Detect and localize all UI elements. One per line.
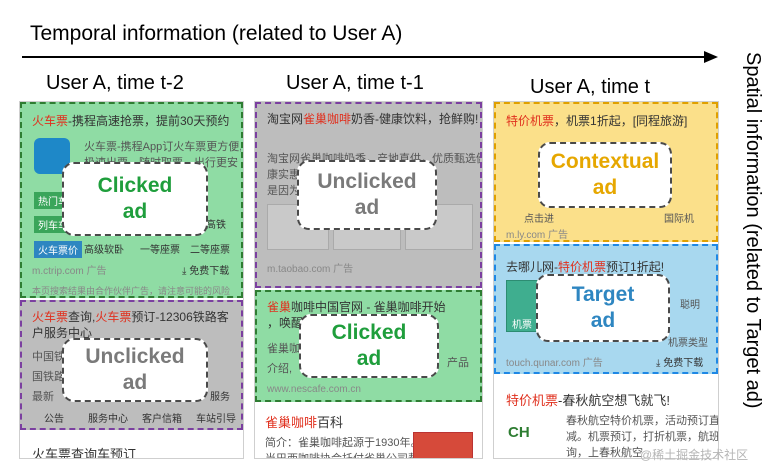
ad-footer: m.ly.com 广告 [506, 230, 569, 241]
ad-description-line: 国铁路 [32, 371, 65, 383]
column-t: 特价机票，机票1折起，[同程旅游] 点击进 国际机 m.ly.com 广告 去哪… [494, 102, 718, 458]
ad-title-highlight: 雀巢 [267, 300, 292, 314]
ad-description-line: 中国铁 [32, 351, 65, 363]
ad-title: ，机票1折起，[同程旅游] [554, 114, 688, 128]
ad-footer: www.nescafe.com.cn [267, 384, 361, 395]
download-link[interactable]: ⤓ 免费下载 [656, 358, 704, 369]
result-description: 询，上春秋航空 [566, 447, 643, 458]
unclicked-ad-label: Unclicked ad [62, 338, 208, 402]
ad-description-line: 康实惠 [267, 169, 300, 181]
ad-tab[interactable]: 客户信箱 [142, 414, 182, 425]
ad-title-highlight: 火车票 [32, 310, 69, 324]
ad-title-highlight: 火车票 [32, 114, 69, 128]
ad-chip[interactable]: 火车票价 [34, 241, 82, 258]
spring-airlines-logo: CH [508, 424, 530, 441]
ad-tab[interactable]: 服务中心 [88, 414, 128, 425]
ad-footer: m.ctrip.com 广告 [32, 266, 107, 277]
unclicked-ad-label: Unclicked ad [297, 160, 437, 230]
ad-title-highlight: 特价机票 [558, 260, 607, 274]
ad-title-highlight: 火车票 [95, 310, 132, 324]
contextual-ad-label: Contextual ad [538, 142, 672, 208]
result-description: 当巴西咖啡协会托付雀巢公司帮助 [265, 450, 430, 458]
result-title[interactable]: 雀巢咖啡百科 [265, 415, 344, 430]
result-description: 减。机票预订，打折机票，航班查 [566, 431, 718, 443]
ad-title: 去哪儿网- [506, 260, 558, 274]
ad-brand: 淘宝网 [267, 112, 304, 126]
clicked-ad-label: Clicked ad [62, 162, 208, 236]
clicked-ad-card-nescafe[interactable]: 雀巢咖啡中国官网 - 雀巢咖啡开始 ，唤醒 雀巢咖啡 产品 介绍, www.ne… [255, 290, 482, 402]
ad-chip: 机票 [512, 320, 532, 331]
ad-footer: touch.qunar.com 广告 [506, 358, 603, 369]
download-link[interactable]: ⤓ 免费下载 [182, 266, 230, 277]
ad-description-line: 火车票-携程App订火车票更方便, [84, 141, 243, 153]
result-title[interactable]: 火车票查询车预订 [32, 447, 137, 458]
column-t-minus-1: 淘宝网雀巢咖啡奶香-健康饮料，抢鲜购! 淘宝网雀巢咖啡奶香，产地直供，优质甄选健… [255, 102, 482, 458]
ad-disclaimer: 本页搜索结果由合作伙伴广告，请注意可能的风险 [32, 286, 231, 296]
ad-chip[interactable]: 高铁 [206, 220, 226, 231]
temporal-arrow-line [22, 56, 710, 58]
ad-description-line: 产品 [447, 357, 469, 369]
column-header-t: User A, time t [530, 76, 651, 98]
ad-title: -携程高速抢票，提前30天预约 [68, 114, 230, 128]
ad-footer: m.taobao.com 广告 [267, 264, 354, 275]
ad-description-line: 最新 [32, 391, 54, 403]
ad-chip[interactable]: 国际机 [664, 214, 694, 225]
ad-chip[interactable]: 点击进 [524, 214, 554, 225]
watermark: @稀土掘金技术社区 [640, 448, 749, 462]
ad-chip[interactable]: 服务 [210, 392, 230, 403]
ad-chip[interactable]: 一等座票 [140, 245, 180, 256]
ad-chip[interactable]: 聪明 [680, 300, 700, 311]
ad-title: 查询, [68, 310, 96, 324]
temporal-arrow-head-icon [704, 51, 718, 63]
ad-title: ，唤醒 [267, 316, 304, 330]
spatial-information-label: Spatial information (related to Target a… [742, 52, 764, 409]
result-title[interactable]: 特价机票-春秋航空想飞就飞! [506, 393, 670, 408]
result-description: 简介：雀巢咖啡起源于1930年。 [265, 437, 422, 449]
nescafe-logo-image [413, 432, 473, 458]
spatial-information-container: Spatial information (related to Target a… [732, 52, 772, 452]
ad-title-highlight: 特价机票 [506, 114, 555, 128]
result-description: 春秋航空特价机票，活动预订直 [566, 415, 718, 427]
ad-chip[interactable]: 机票类型 [668, 338, 708, 349]
ad-tab[interactable]: 公告 [44, 414, 64, 425]
ad-title: 咖啡中国官网 - 雀巢咖啡开始 [291, 300, 446, 314]
ad-title-highlight: 雀巢咖啡 [303, 112, 352, 126]
target-ad-label: Target ad [536, 274, 670, 342]
ad-title: 户服务中心 [32, 326, 93, 340]
temporal-information-label: Temporal information (related to User A) [30, 22, 403, 45]
ad-description-line: 是因为 [267, 185, 300, 197]
clicked-ad-label: Clicked ad [299, 314, 439, 378]
ad-title: 预订-12306铁路客 [131, 310, 229, 324]
ad-chip[interactable]: 高级软卧 [84, 245, 124, 256]
ad-title: 预订1折起! [606, 260, 665, 274]
ad-title: 奶香-健康饮料，抢鲜购! [351, 112, 479, 126]
ad-tab[interactable]: 车站引导 [196, 414, 236, 425]
column-header-t-minus-1: User A, time t-1 [286, 72, 424, 94]
contextual-ad-card-ly[interactable]: 特价机票，机票1折起，[同程旅游] 点击进 国际机 m.ly.com 广告 [494, 102, 718, 242]
ad-chip[interactable]: 二等座票 [190, 245, 230, 256]
column-header-t-minus-2: User A, time t-2 [46, 72, 184, 94]
ad-description-line: 介绍, [267, 363, 293, 375]
column-t-minus-2: 火车票-携程高速抢票，提前30天预约 火车票-携程App订火车票更方便, 极速出… [20, 102, 243, 458]
